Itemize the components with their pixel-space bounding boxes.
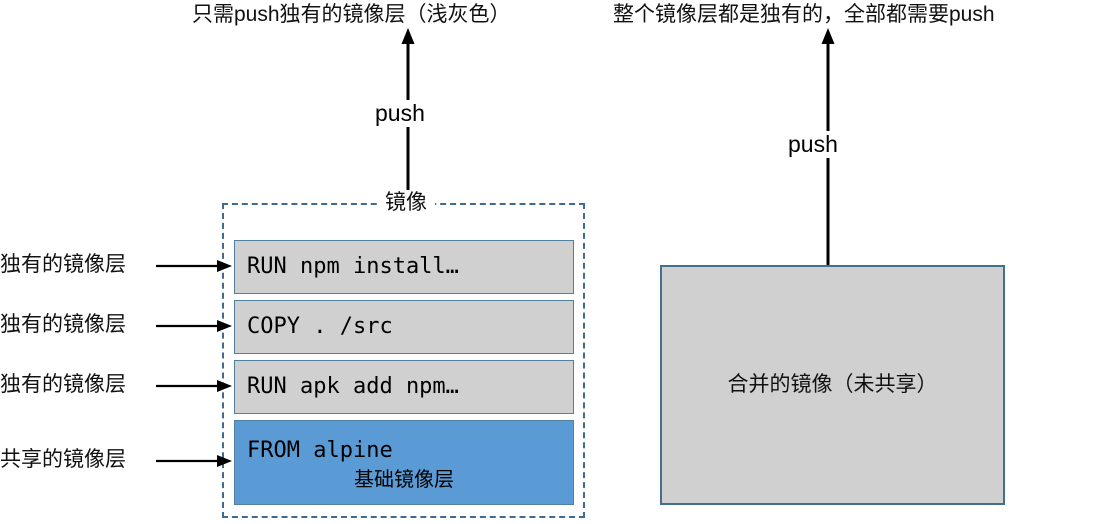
connector-arrow-2-icon [156,320,232,332]
layer-code-text: RUN apk add npm… [247,374,459,399]
annotation-unique-layer-3: 独有的镜像层 [0,373,126,396]
layer-box-copy-src[interactable]: COPY . /src [234,300,574,354]
layer-code-text: FROM alpine [247,438,393,463]
layer-code-text: RUN npm install… [247,254,459,279]
merged-image-label: 合并的镜像（未共享） [727,373,938,396]
connector-arrow-3-icon [156,380,232,392]
merged-image-box[interactable]: 合并的镜像（未共享） [660,265,1005,505]
layer-box-from-alpine[interactable]: FROM alpine 基础镜像层 [234,420,574,505]
annotation-unique-layer-1: 独有的镜像层 [0,253,126,276]
layer-sublabel-base-image: 基础镜像层 [354,469,454,491]
right-heading: 整个镜像层都是独有的，全部都需要push [613,3,995,26]
annotation-unique-layer-2: 独有的镜像层 [0,313,126,336]
left-push-label: push [370,100,430,127]
layer-box-run-apk[interactable]: RUN apk add npm… [234,360,574,414]
layer-code-text: COPY . /src [247,314,393,339]
image-container-label: 镜像 [377,190,435,216]
annotation-shared-layer: 共享的镜像层 [0,448,126,471]
left-heading: 只需push独有的镜像层（浅灰色） [192,3,511,26]
layer-box-run-npm[interactable]: RUN npm install… [234,240,574,294]
right-push-label: push [783,131,843,158]
connector-arrow-1-icon [156,260,232,272]
connector-arrow-4-icon [156,455,232,467]
